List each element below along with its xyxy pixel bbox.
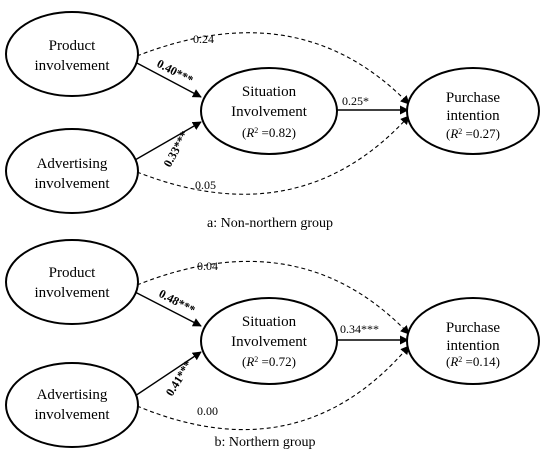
node-label: Product xyxy=(49,265,96,281)
r-squared-purchase: (R2 =0.14) xyxy=(446,354,500,369)
coef-advertising-situation: 0.41*** xyxy=(163,358,196,398)
node-label: involvement xyxy=(35,285,111,301)
panel-northern: Product involvement Advertising involvem… xyxy=(5,239,540,450)
node-label: involvement xyxy=(35,58,111,74)
edge-advertising-situation xyxy=(134,351,202,397)
edge-product-purchase xyxy=(136,260,410,335)
coef-product-purchase: 0.04 xyxy=(197,259,218,273)
coef-advertising-purchase: 0.00 xyxy=(197,404,218,418)
edge-advertising-purchase xyxy=(136,345,410,431)
node-label: Purchase xyxy=(446,320,500,336)
node-label: Situation xyxy=(242,84,297,100)
r-squared-situation: (R2 =0.82) xyxy=(242,125,296,140)
node-label: Product xyxy=(49,38,96,54)
node-label: Advertising xyxy=(37,387,108,403)
node-purchase-intention xyxy=(406,67,540,155)
panel-non-northern: Product involvement Advertising involvem… xyxy=(5,11,540,231)
node-label: Involvement xyxy=(231,334,308,350)
node-label: Situation xyxy=(242,314,297,330)
node-label: intention xyxy=(446,108,500,124)
edge-product-situation xyxy=(134,291,202,327)
panel-caption: b: Northern group xyxy=(214,435,315,450)
node-label: Purchase xyxy=(446,90,500,106)
node-advertising-involvement xyxy=(5,128,139,214)
node-situation-involvement xyxy=(200,67,338,155)
node-label: involvement xyxy=(35,407,111,423)
edge-product-purchase xyxy=(136,32,410,105)
coef-situation-purchase: 0.25* xyxy=(342,94,369,108)
node-label: intention xyxy=(446,338,500,354)
node-product-involvement xyxy=(5,239,139,325)
coef-product-purchase: 0.24 xyxy=(193,32,214,46)
edge-advertising-purchase xyxy=(136,115,410,195)
coef-advertising-situation: 0.33*** xyxy=(160,129,191,170)
edge-advertising-situation xyxy=(134,121,202,161)
coef-product-situation: 0.48*** xyxy=(157,286,198,317)
node-label: involvement xyxy=(35,176,111,192)
node-situation-involvement xyxy=(200,297,338,385)
edge-product-situation xyxy=(134,61,202,98)
r-squared-purchase: (R2 =0.27) xyxy=(446,126,500,141)
coef-situation-purchase: 0.34*** xyxy=(340,322,379,336)
r-squared-situation: (R2 =0.72) xyxy=(242,354,296,369)
node-label: Advertising xyxy=(37,156,108,172)
panel-caption: a: Non-northern group xyxy=(207,216,333,231)
node-product-involvement xyxy=(5,11,139,97)
coef-advertising-purchase: 0.05 xyxy=(195,178,216,192)
node-label: Involvement xyxy=(231,104,308,120)
node-advertising-involvement xyxy=(5,362,139,448)
node-purchase-intention xyxy=(406,297,540,385)
coef-product-situation: 0.40*** xyxy=(155,56,196,87)
